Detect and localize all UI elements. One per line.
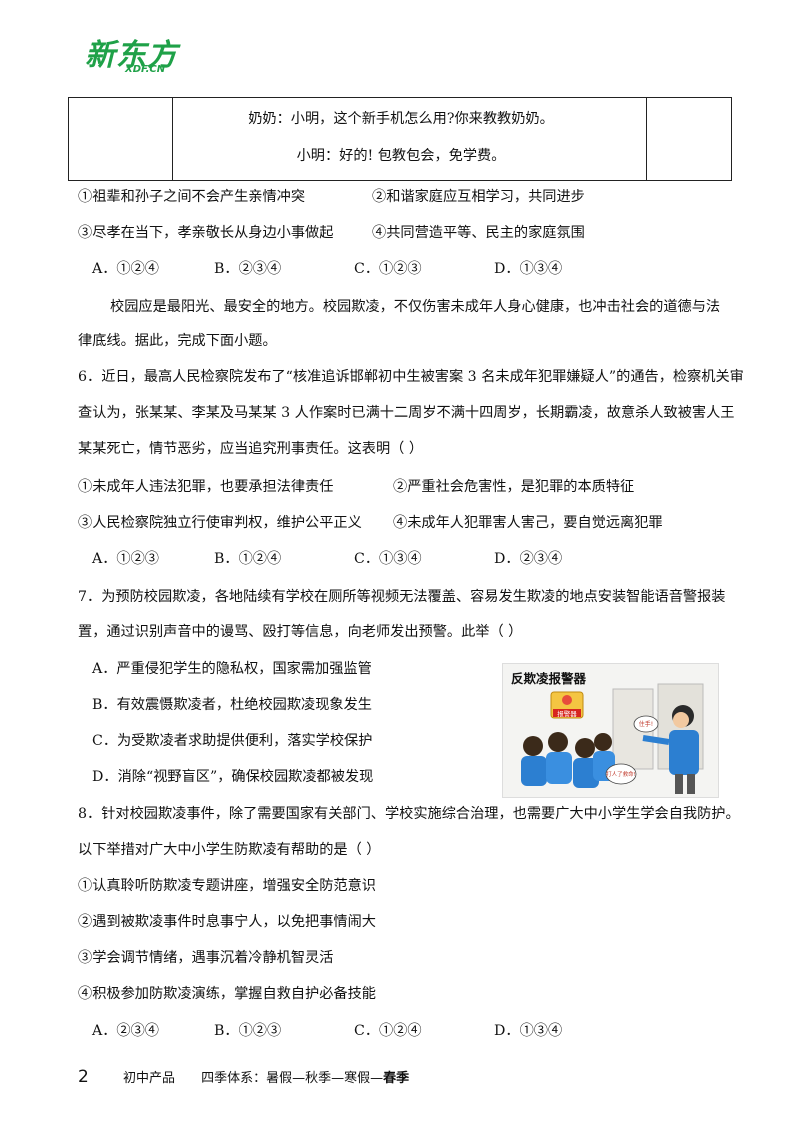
q8-stem-line-1: 8．针对校园欺凌事件，除了需要国家有关部门、学校实施综合治理，也需要广大中小学生…	[78, 806, 740, 822]
q5-option-1: ①祖辈和孙子之间不会产生亲情冲突	[78, 189, 306, 205]
q6-stem-line-1: 6．近日，最高人民检察院发布了“核准追诉邯郸初中生被害案 3 名未成年犯罪嫌疑人…	[78, 369, 744, 385]
stop-bubble: 住手!	[639, 720, 653, 728]
q6-option-2: ②严重社会危害性，是犯罪的本质特征	[393, 479, 635, 495]
q5-option-4: ④共同营造平等、民主的家庭氛围	[372, 225, 585, 241]
q7-option-b: B．有效震慑欺凌者，杜绝校园欺凌现象发生	[92, 697, 372, 713]
q7-stem-line-1: 7．为预防校园欺凌，各地陆续有学校在厕所等视频无法覆盖、容易发生欺凌的地点安装智…	[78, 589, 726, 605]
q6-stem-line-3: 某某死亡，情节恶劣，应当追究刑事责任。这表明（ ）	[78, 441, 424, 457]
page-number: 2	[78, 1067, 89, 1087]
q8-choice-b: B．①②③	[214, 1023, 282, 1039]
intro-line-2: 律底线。据此，完成下面小题。	[78, 333, 277, 349]
help-bubble: 打人了救命!	[606, 770, 636, 778]
q8-choice-c: C．①②④	[354, 1023, 422, 1039]
q6-stem-line-2: 查认为，张某某、李某及马某某 3 人作案时已满十二周岁不满十四周岁，长期霸凌，故…	[78, 405, 735, 421]
series-current: 春季	[383, 1071, 410, 1086]
q6-option-1: ①未成年人违法犯罪，也要承担法律责任	[78, 479, 334, 495]
q8-option-1: ①认真聆听防欺凌专题讲座，增强安全防范意识	[78, 878, 376, 894]
intro-line-1: 校园应是最阳光、最安全的地方。校园欺凌，不仅伤害未成年人身心健康，也冲击社会的道…	[110, 299, 721, 315]
anti-bullying-alarm-illustration: 反欺凌报警器 报警器 打人了救命!	[502, 663, 719, 798]
dialogue-line-1: 奶奶：小明，这个新手机怎么用?你来教教奶奶。	[248, 111, 554, 127]
q5-choice-a: A．①②④	[92, 261, 159, 277]
q8-choice-a: A．②③④	[92, 1023, 159, 1039]
brand-logo: 新东方 XDF.CN	[85, 30, 185, 80]
q8-option-2: ②遇到被欺凌事件时息事宁人，以免把事情闹大	[78, 914, 376, 930]
q6-choice-c: C．①③④	[354, 551, 422, 567]
q6-option-3: ③人民检察院独立行使审判权，维护公平正义	[78, 515, 362, 531]
q5-choice-b: B．②③④	[214, 261, 282, 277]
q5-choice-d: D．①③④	[494, 261, 563, 277]
q5-option-3: ③尽孝在当下，孝亲敬长从身边小事做起	[78, 225, 334, 241]
q5-option-2: ②和谐家庭应互相学习，共同进步	[372, 189, 585, 205]
q6-choice-d: D．②③④	[494, 551, 563, 567]
q6-choice-a: A．①②③	[92, 551, 159, 567]
q6-option-4: ④未成年人犯罪害人害己，要自觉远离犯罪	[393, 515, 663, 531]
q8-option-3: ③学会调节情绪，遇事沉着冷静机智灵活	[78, 950, 334, 966]
logo-domain: XDF.CN	[125, 64, 166, 75]
series-label: 四季体系：暑假—秋季—寒假—	[201, 1071, 384, 1086]
product-label: 初中产品	[122, 1071, 175, 1086]
q8-choice-d: D．①③④	[494, 1023, 563, 1039]
q7-option-a: A．严重侵犯学生的隐私权，国家需加强监管	[92, 661, 372, 677]
students-group-icon	[521, 732, 615, 788]
q8-option-4: ④积极参加防欺凌演练，掌握自救自护必备技能	[78, 986, 376, 1002]
q7-option-c: C．为受欺凌者求助提供便利，落实学校保护	[92, 733, 373, 749]
q7-stem-line-2: 置，通过识别声音中的谩骂、殴打等信息，向老师发出预警。此举（ ）	[78, 624, 523, 640]
cartoon-scene: 报警器 打人了救命! 住手!	[521, 683, 704, 794]
q8-stem-line-2: 以下举措对广大中小学生防欺凌有帮助的是（ ）	[78, 842, 381, 858]
table-divider	[172, 98, 173, 180]
teacher-icon	[642, 705, 699, 794]
q5-choice-c: C．①②③	[354, 261, 422, 277]
table-divider	[646, 98, 647, 180]
q6-choice-b: B．①②④	[214, 551, 282, 567]
dialogue-line-2: 小明：好的! 包教包会，免学费。	[296, 148, 506, 164]
q7-option-d: D．消除“视野盲区”，确保校园欺凌都被发现	[92, 769, 374, 785]
logo-text: 新东方	[85, 38, 178, 73]
illustration-title: 反欺凌报警器	[511, 671, 587, 686]
page-footer: 2 初中产品 四季体系：暑假—秋季—寒假—春季	[78, 1067, 409, 1087]
dialogue-table: 奶奶：小明，这个新手机怎么用?你来教教奶奶。 小明：好的! 包教包会，免学费。	[68, 97, 732, 181]
alarm-label: 报警器	[557, 709, 577, 718]
